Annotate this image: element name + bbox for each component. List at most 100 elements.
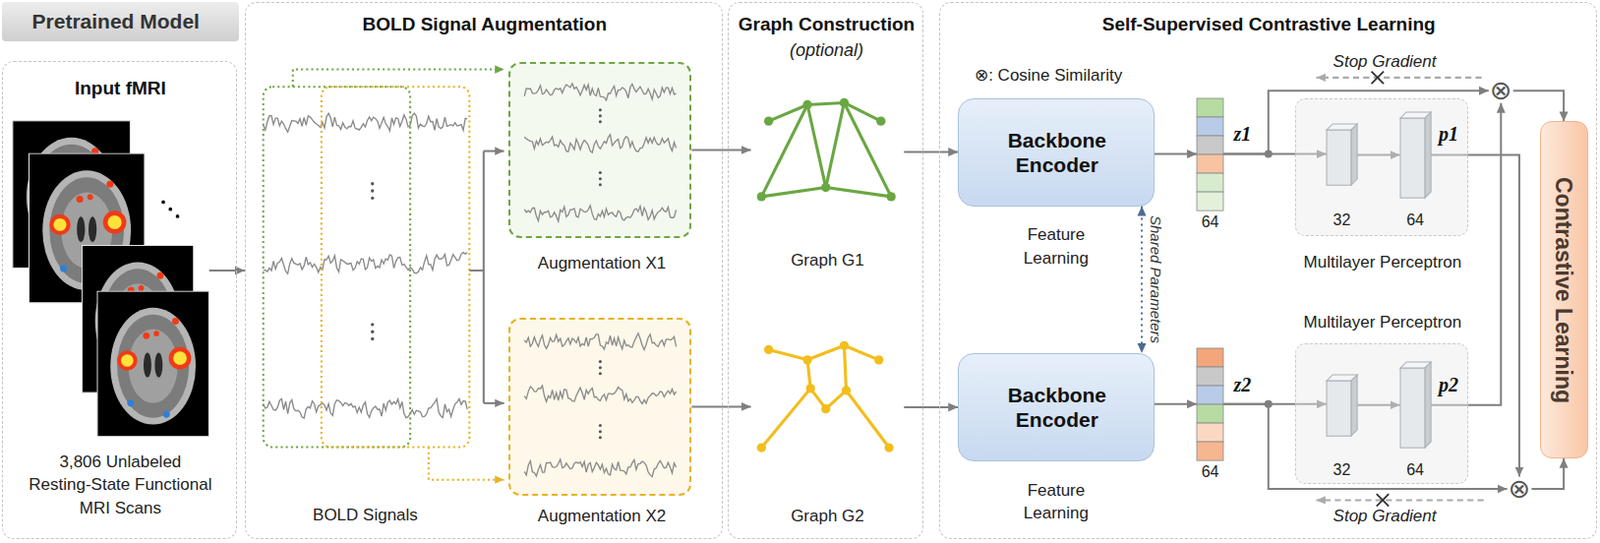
figure-part <box>821 404 830 414</box>
node-text: (optional) <box>729 39 924 62</box>
crop-window <box>321 86 470 447</box>
figure-part <box>838 341 848 351</box>
figure-part <box>825 187 890 197</box>
figure-part <box>802 100 812 110</box>
figure-part <box>598 371 602 375</box>
encoder-box: Backbone Encoder <box>957 98 1154 207</box>
figure-part <box>161 200 166 205</box>
augmented-signal-box: Augmentation X2 <box>508 317 693 497</box>
stop-gradient-arrow <box>1316 498 1484 501</box>
figure-part <box>1400 367 1425 448</box>
mlp-box: Multilayer Perceptron3264p1 <box>1295 98 1469 237</box>
figure-part <box>807 346 844 361</box>
figure-part <box>524 459 676 477</box>
layer-block: 64p2 <box>1400 361 1431 448</box>
split-line <box>469 151 484 404</box>
figure-part <box>843 346 879 361</box>
node-text: Input fMRI <box>7 76 233 101</box>
layer-block-shape <box>1326 123 1358 185</box>
node-text: p2 <box>1438 372 1470 398</box>
graph-figure-shape <box>751 337 905 455</box>
figure-part <box>598 423 602 427</box>
section-tab: Pretrained Model <box>1 1 239 42</box>
layer-block-shape <box>1400 112 1431 198</box>
figure-part <box>1196 404 1224 423</box>
connector <box>691 148 751 151</box>
figure-part <box>1196 117 1224 136</box>
layer-block: 64p1 <box>1400 112 1431 198</box>
edge-label: Shared Parameters <box>1146 215 1166 344</box>
figure-part <box>1196 348 1224 367</box>
cosine-similarity: ⊗ <box>1488 78 1514 104</box>
figure-part <box>1196 441 1224 461</box>
figure-part <box>370 337 374 341</box>
figure-part <box>764 117 773 126</box>
figure-part <box>1196 422 1224 442</box>
figure-part <box>1196 173 1224 192</box>
figure-part <box>370 330 374 334</box>
figure-part <box>598 359 602 363</box>
connector <box>209 269 245 272</box>
figure-part <box>838 98 848 108</box>
figure-part <box>598 435 602 439</box>
augmented-signal-box: Augmentation X1 <box>508 61 693 238</box>
figure-part <box>1423 361 1430 448</box>
node-text: 3,806 Unlabeled Resting-State Functional… <box>28 450 213 521</box>
node-text: Self-Supervised Contrastive Learning <box>962 12 1576 37</box>
figure-part <box>876 117 886 126</box>
crop-arrow <box>428 446 505 479</box>
connector <box>1531 458 1564 489</box>
figure-part <box>843 346 846 392</box>
layer-block-shape <box>1326 374 1358 436</box>
node-text: 32 <box>1321 460 1363 480</box>
encoder-box: Backbone Encoder <box>957 353 1154 462</box>
mlp-box: Multilayer Perceptron3264p2 <box>1295 343 1469 484</box>
node-text: 64 <box>1189 212 1232 233</box>
figure-part <box>840 386 850 396</box>
bold-trace <box>263 398 469 418</box>
stop-cross <box>1376 493 1389 506</box>
input-panel: Input fMRI 3,806 Unlabeled Resting-State … <box>1 60 238 539</box>
figure-part <box>97 291 210 437</box>
figure-part <box>886 192 895 202</box>
figure-part <box>825 103 844 188</box>
stop-gradient-arrow <box>1316 76 1482 79</box>
node-text: Graph G2 <box>751 504 905 529</box>
figure-part <box>756 192 766 202</box>
figure-part <box>874 355 884 365</box>
figure-part <box>1351 123 1358 185</box>
figure-part <box>370 196 374 200</box>
node-text: 64 <box>1394 210 1436 231</box>
node-text: 32 <box>1321 210 1363 231</box>
figure-part <box>1400 118 1425 198</box>
graph-figure-shape <box>751 90 905 208</box>
node-text: 64 <box>1189 462 1232 482</box>
figure-part <box>1196 191 1224 211</box>
figure-part <box>598 429 602 433</box>
figure-part <box>1326 130 1352 186</box>
fmri-stack <box>11 119 209 437</box>
figure-part <box>805 384 815 394</box>
junction-dot <box>1264 400 1273 409</box>
figure-part <box>1196 385 1224 405</box>
figure-part <box>524 332 676 350</box>
figure-part <box>1423 112 1430 198</box>
node-text: Backbone Encoder <box>980 382 1134 432</box>
figure-part <box>168 207 173 212</box>
signal-dots <box>370 181 374 341</box>
figure-part <box>176 214 180 219</box>
figure-part <box>598 177 602 180</box>
bold-trace <box>263 113 469 132</box>
graph-figure: Graph G1 <box>751 90 905 208</box>
stop-cross <box>1371 71 1384 84</box>
connector <box>1513 90 1564 121</box>
figure-part <box>821 182 830 192</box>
figure-part <box>370 322 374 326</box>
feature-vector: z164 <box>1196 98 1224 211</box>
node-text: Graph Construction <box>729 12 924 37</box>
crop-arrow <box>293 69 505 88</box>
figure-part <box>845 390 889 448</box>
layer-block: 32 <box>1326 123 1358 185</box>
layer-block-shape <box>1400 361 1431 448</box>
